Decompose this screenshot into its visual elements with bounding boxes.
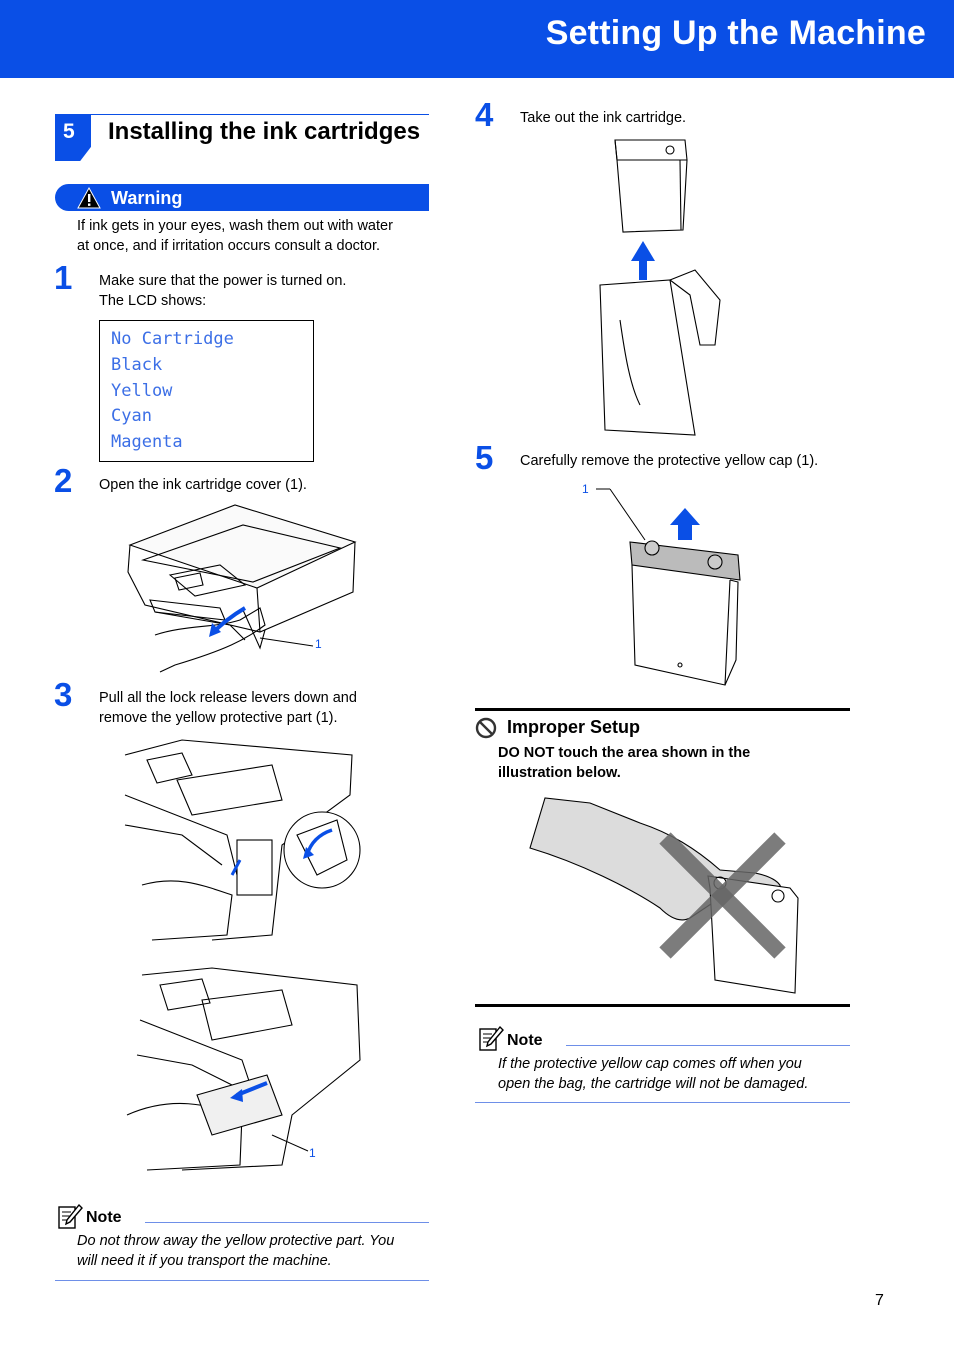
step-text-line: Open the ink cartridge cover (1). — [99, 477, 307, 493]
note-text: Do not throw away the yellow protective … — [77, 1232, 394, 1271]
page-header: Setting Up the Machine — [0, 0, 954, 78]
improper-top-rule — [475, 708, 850, 711]
warning-label: Warning — [111, 188, 183, 208]
note-text-line: If the protective yellow cap comes off w… — [498, 1056, 802, 1072]
improper-title: Improper Setup — [507, 717, 641, 737]
step-text-line: Pull all the lock release levers down an… — [99, 690, 357, 706]
step-1-number: 1 — [54, 259, 73, 296]
section-title: Installing the ink cartridges — [108, 118, 421, 145]
section-number: 5 — [63, 120, 75, 143]
note-bottom-rule — [55, 1280, 429, 1281]
step-3-number: 3 — [54, 676, 73, 713]
lcd-line: Cyan — [111, 406, 152, 427]
printer-open-cover-illustration — [127, 504, 357, 673]
lcd-line: Black — [111, 354, 163, 375]
note-top-rule — [145, 1222, 429, 1223]
header-title: Setting Up the Machine — [545, 14, 926, 52]
callout-label: 1 — [582, 482, 589, 496]
improper-text-line: DO NOT touch the area shown in the — [498, 745, 751, 761]
lcd-line: Yellow — [111, 380, 173, 401]
lcd-display: No Cartridge Black Yellow Cyan Magenta — [99, 320, 314, 462]
step-text-line: The LCD shows: — [99, 292, 207, 309]
step-5-number: 5 — [475, 439, 494, 476]
lcd-line: No Cartridge — [111, 329, 234, 349]
lcd-line: Magenta — [111, 432, 183, 453]
note-text: If the protective yellow cap comes off w… — [498, 1055, 808, 1094]
note-top-rule — [566, 1045, 850, 1046]
take-out-cartridge-illustration — [599, 139, 721, 436]
step-2-text: Open the ink cartridge cover (1). — [99, 476, 307, 496]
step-text-line: Carefully remove the protective yellow c… — [520, 453, 819, 469]
callout-label: 1 — [309, 1146, 316, 1160]
step-text-line: remove the yellow protective part (1). — [99, 709, 338, 726]
step-3-text: Pull all the lock release levers down an… — [99, 689, 357, 728]
step-2-number: 2 — [54, 462, 73, 499]
section-rule — [55, 114, 429, 115]
note-pencil-icon — [479, 1025, 504, 1051]
step-5-text: Carefully remove the protective yellow c… — [520, 452, 818, 472]
page-number: 7 — [875, 1292, 884, 1309]
note-text-line: open the bag, the cartridge will not be … — [498, 1075, 809, 1092]
note-text-line: Do not throw away the yellow protective … — [77, 1233, 395, 1249]
callout-label: 1 — [315, 637, 322, 651]
improper-bottom-rule — [475, 1004, 850, 1007]
remove-yellow-cap-illustration — [596, 488, 741, 686]
step-1-text: Make sure that the power is turned on. T… — [99, 272, 346, 311]
improper-text: DO NOT touch the area shown in the illus… — [498, 744, 750, 783]
do-not-touch-illustration — [529, 797, 799, 994]
section-number-tab — [55, 114, 91, 161]
note-label: Note — [507, 1032, 543, 1049]
note-text-line: will need it if you transport the machin… — [77, 1252, 332, 1269]
warning-text: If ink gets in your eyes, wash them out … — [77, 217, 393, 256]
note-pencil-icon — [58, 1203, 83, 1229]
lock-release-levers-illustration — [124, 739, 361, 941]
warning-text-line: If ink gets in your eyes, wash them out … — [77, 218, 393, 234]
remove-protective-part-illustration — [126, 967, 361, 1171]
improper-text-line: illustration below. — [498, 764, 621, 781]
step-4-number: 4 — [475, 96, 494, 133]
note-label: Note — [86, 1209, 122, 1226]
warning-icon — [77, 186, 101, 209]
warning-bar — [55, 184, 429, 211]
note-bottom-rule — [475, 1102, 850, 1103]
warning-text-line: at once, and if irritation occurs consul… — [77, 237, 381, 254]
prohibited-icon — [475, 717, 497, 739]
step-4-text: Take out the ink cartridge. — [520, 109, 686, 129]
step-text-line: Make sure that the power is turned on. — [99, 273, 347, 289]
step-text-line: Take out the ink cartridge. — [520, 110, 687, 126]
